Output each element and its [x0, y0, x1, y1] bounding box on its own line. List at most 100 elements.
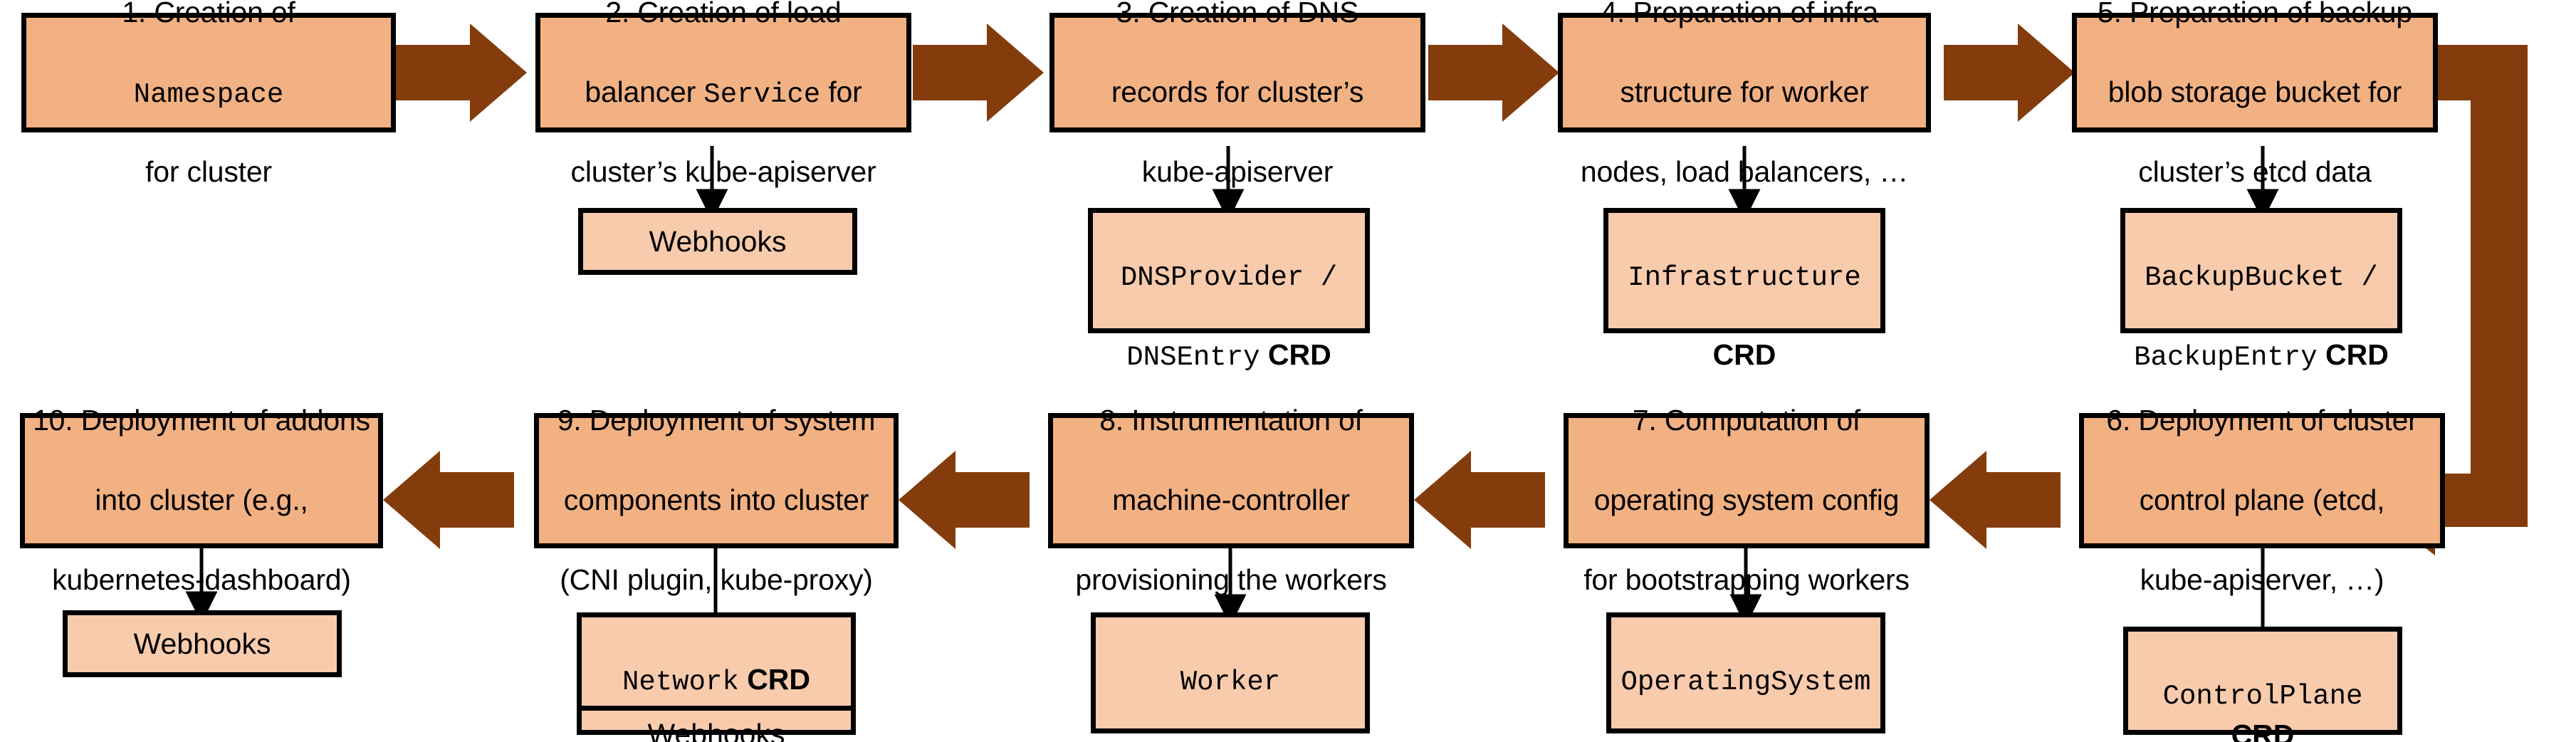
- step-7-text: 7. Computation of operating system confi…: [1583, 361, 1910, 600]
- worker-crd-label: Worker CRD: [1180, 622, 1280, 742]
- step-7-line-1: 7. Computation of: [1632, 404, 1861, 437]
- step-box-10[interactable]: 10. Deployment of addons into cluster (e…: [20, 404, 383, 596]
- network-crd-name: Network: [622, 667, 739, 699]
- step-5-line-1: 5. Preparation of backup: [2098, 0, 2412, 29]
- step-box-2[interactable]: 2. Creation of load balancer Service for…: [535, 0, 911, 188]
- step-6-text: 6. Deployment of cluster control plane (…: [2106, 361, 2417, 600]
- step-3-line-1: 3. Creation of DNS: [1116, 0, 1359, 29]
- controlplane-crd-name: ControlPlane: [2162, 681, 2363, 713]
- sub-box-6-cell-controlplane-crd: ControlPlane CRD: [2128, 632, 2397, 742]
- step-9-text: 9. Deployment of system components into …: [557, 361, 876, 600]
- sub-box-9-network[interactable]: Network CRD Webhooks: [577, 612, 856, 742]
- step-6-line-3: kube-apiserver, …): [2140, 563, 2384, 596]
- network-crd-suffix: CRD: [738, 663, 811, 696]
- webhooks-label: Webhooks: [647, 717, 785, 742]
- sub-box-8-cell-worker: Worker CRD: [1096, 617, 1365, 742]
- step-3-line-2: records for cluster’s: [1111, 75, 1364, 108]
- sub-box-3-dns-crd[interactable]: DNSProvider / DNSEntry CRD: [1088, 208, 1370, 373]
- infrastructure-crd-line-2: CRD: [1712, 338, 1776, 371]
- step-10-text: 10. Deployment of addons into cluster (e…: [33, 361, 370, 600]
- step-7-line-3: for bootstrapping workers: [1583, 563, 1910, 596]
- arrow-step1-to-step2: [396, 23, 527, 122]
- step-5-text: 5. Preparation of backup blob storage bu…: [2098, 0, 2412, 192]
- step-4-line-1: 4. Preparation of infra-: [1601, 0, 1888, 29]
- sub-box-10-cell-webhooks: Webhooks: [68, 615, 337, 672]
- step-10-line-1: 10. Deployment of addons: [33, 404, 370, 437]
- step-2-line-2b: Service: [703, 78, 821, 110]
- controlplane-crd-suffix: CRD: [2231, 718, 2295, 742]
- backup-crd-line-2: BackupEntry: [2134, 341, 2318, 373]
- step-3-line-3: kube-apiserver: [1141, 155, 1334, 188]
- sub-box-7-cell-ossc: OperatingSystem Config CRD: [1611, 617, 1880, 742]
- step-6-line-2: control plane (etcd,: [2139, 484, 2385, 516]
- step-box-5[interactable]: 5. Preparation of backup blob storage bu…: [2072, 0, 2438, 188]
- step-5-line-2: blob storage bucket for: [2108, 75, 2402, 108]
- step-6-line-1: 6. Deployment of cluster: [2106, 404, 2418, 437]
- sub-box-2-cell-webhooks: Webhooks: [583, 213, 852, 270]
- step-7-line-2: operating system config: [1593, 484, 1900, 516]
- step-8-line-2: machine-controller: [1112, 484, 1350, 516]
- step-box-4[interactable]: 4. Preparation of infra- structure for w…: [1558, 0, 1931, 188]
- arrow-step9-to-step10: [383, 451, 514, 549]
- step-2-line-2c: for: [820, 75, 862, 108]
- step-4-text: 4. Preparation of infra- structure for w…: [1581, 0, 1908, 192]
- step-1-text: 1. Creation of Namespace for cluster: [122, 0, 295, 192]
- sub-box-2-webhooks[interactable]: Webhooks: [578, 208, 857, 275]
- sub-box-5-backup-crd[interactable]: BackupBucket / BackupEntry CRD: [2120, 208, 2402, 373]
- step-8-line-3: provisioning the workers: [1075, 563, 1387, 596]
- step-10-line-3: kubernetes-dashboard): [52, 563, 351, 596]
- sub-box-8-worker-crd[interactable]: Worker CRD: [1091, 612, 1370, 733]
- arrow-step3-to-step4: [1428, 23, 1559, 122]
- sub-box-10-webhooks[interactable]: Webhooks: [63, 610, 342, 677]
- infrastructure-crd-label: Infrastructure CRD: [1628, 217, 1861, 374]
- arrow-step2-to-step3: [913, 23, 1044, 122]
- backup-crd-line-1: BackupBucket /: [2145, 262, 2378, 294]
- arrow-step8-to-step9: [899, 451, 1030, 549]
- sub-box-9-cell-webhooks: Webhooks: [582, 705, 851, 742]
- step-10-line-2: into cluster (e.g.,: [95, 484, 308, 516]
- network-crd-label: Network CRD: [622, 622, 810, 701]
- sub-box-3-cell-dns: DNSProvider / DNSEntry CRD: [1093, 213, 1365, 380]
- sub-box-6-controlplane[interactable]: ControlPlane CRD Webhooks: [2123, 627, 2402, 742]
- step-2-text: 2. Creation of load balancer Service for…: [571, 0, 876, 192]
- step-1-line-2: Namespace: [133, 78, 284, 110]
- arrow-step7-to-step8: [1414, 451, 1545, 549]
- sub-box-7-ossc-crd[interactable]: OperatingSystem Config CRD: [1606, 612, 1885, 733]
- sub-box-4-infrastructure-crd[interactable]: Infrastructure CRD: [1603, 208, 1885, 371]
- arrow-step6-to-step7: [1930, 451, 2061, 549]
- step-box-1[interactable]: 1. Creation of Namespace for cluster: [21, 0, 396, 188]
- backup-crd-label: BackupBucket / BackupEntry CRD: [2134, 217, 2389, 376]
- step-3-text: 3. Creation of DNS records for cluster’s…: [1111, 0, 1363, 192]
- step-2-line-1: 2. Creation of load: [605, 0, 842, 28]
- worker-crd-line-1: Worker: [1180, 667, 1281, 699]
- step-box-8[interactable]: 8. Instrumentation of machine-controller…: [1048, 404, 1414, 596]
- sub-box-4-cell-infrastructure: Infrastructure CRD: [1608, 213, 1880, 378]
- dns-crd-label: DNSProvider / DNSEntry CRD: [1121, 217, 1337, 376]
- step-9-line-1: 9. Deployment of system: [557, 404, 876, 437]
- step-4-line-3: nodes, load balancers, …: [1580, 155, 1909, 188]
- dns-crd-line-1: DNSProvider /: [1120, 262, 1338, 294]
- sub-box-9-cell-network-crd: Network CRD: [582, 617, 851, 706]
- sub-box-5-cell-backup: BackupBucket / BackupEntry CRD: [2125, 213, 2397, 380]
- ossc-crd-label: OperatingSystem Config CRD: [1621, 622, 1870, 742]
- arrow-step4-to-step5: [1944, 23, 2075, 122]
- webhooks-label: Webhooks: [649, 224, 787, 258]
- step-2-line-3: cluster’s kube-apiserver: [570, 155, 876, 189]
- controlplane-crd-label: ControlPlane CRD: [2134, 636, 2392, 742]
- step-4-line-2: structure for worker: [1620, 75, 1869, 108]
- dns-crd-suffix: CRD: [1260, 338, 1331, 371]
- webhooks-label: Webhooks: [133, 627, 271, 660]
- ossc-crd-line-1: OperatingSystem: [1621, 667, 1871, 699]
- step-8-line-1: 8. Instrumentation of: [1099, 404, 1363, 437]
- step-box-3[interactable]: 3. Creation of DNS records for cluster’s…: [1049, 0, 1425, 188]
- infrastructure-crd-line-1: Infrastructure: [1628, 262, 1861, 294]
- step-5-line-3: cluster’s etcd data: [2138, 155, 2372, 188]
- step-1-line-1: 1. Creation of: [122, 0, 295, 28]
- dns-crd-line-2: DNSEntry: [1126, 341, 1260, 373]
- step-9-line-2: components into cluster: [563, 484, 869, 516]
- step-box-7[interactable]: 7. Computation of operating system confi…: [1564, 404, 1930, 596]
- step-1-line-3: for cluster: [145, 155, 272, 189]
- step-box-9[interactable]: 9. Deployment of system components into …: [534, 404, 899, 596]
- step-box-6[interactable]: 6. Deployment of cluster control plane (…: [2079, 404, 2445, 596]
